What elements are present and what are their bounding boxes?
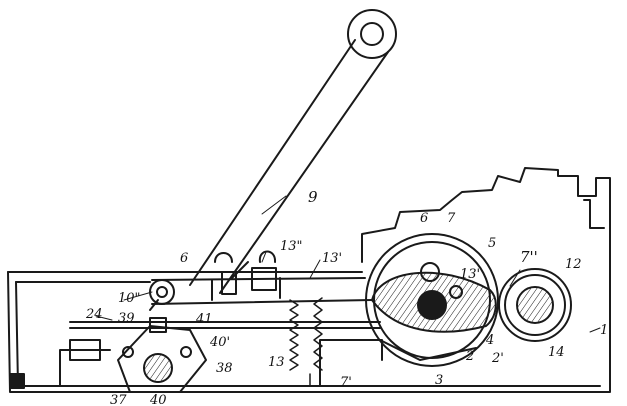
label-1: 1 (600, 323, 608, 338)
label-38: 38 (216, 361, 233, 376)
label-39: 39 (118, 311, 135, 326)
label-14: 14 (548, 345, 565, 360)
label-41: 41 (195, 312, 213, 327)
label-9: 9 (308, 188, 318, 206)
label-13: 13 (268, 355, 285, 370)
label-6-bar: 6 (180, 251, 188, 266)
connecting-bar (149, 250, 373, 305)
springs-13 (289, 297, 323, 387)
label-10pp: 10" (118, 291, 141, 306)
label-5: 5 (488, 236, 496, 251)
label-7pp: 7'' (520, 248, 538, 266)
label-6-gear: 6 (420, 211, 428, 226)
reference-labels: 9 6 6 7 5 13" 13' 13' 7'' 12 1 10" 24 39… (85, 188, 608, 406)
pawl-assembly (117, 299, 207, 393)
label-37: 37 (110, 393, 127, 406)
label-24: 24 (85, 307, 103, 322)
label-7p: 7' (340, 375, 352, 390)
label-13p-mid: 13' (460, 267, 480, 282)
base-frame (7, 167, 611, 393)
leader-lines (95, 195, 601, 333)
label-4: 4 (485, 333, 494, 348)
label-2: 2 (465, 349, 474, 364)
label-7: 7 (447, 211, 456, 226)
label-3: 3 (435, 373, 443, 388)
rail-24 (59, 321, 383, 387)
label-13p-top: 13' (322, 251, 342, 266)
label-2p: 2' (491, 351, 504, 366)
label-40: 40 (149, 393, 167, 406)
lever-9 (189, 9, 397, 294)
label-12: 12 (565, 257, 582, 272)
label-40p: 40' (209, 335, 230, 350)
gear-12 (498, 268, 572, 342)
gear-7 (365, 233, 499, 367)
label-13pp: 13" (280, 239, 303, 254)
